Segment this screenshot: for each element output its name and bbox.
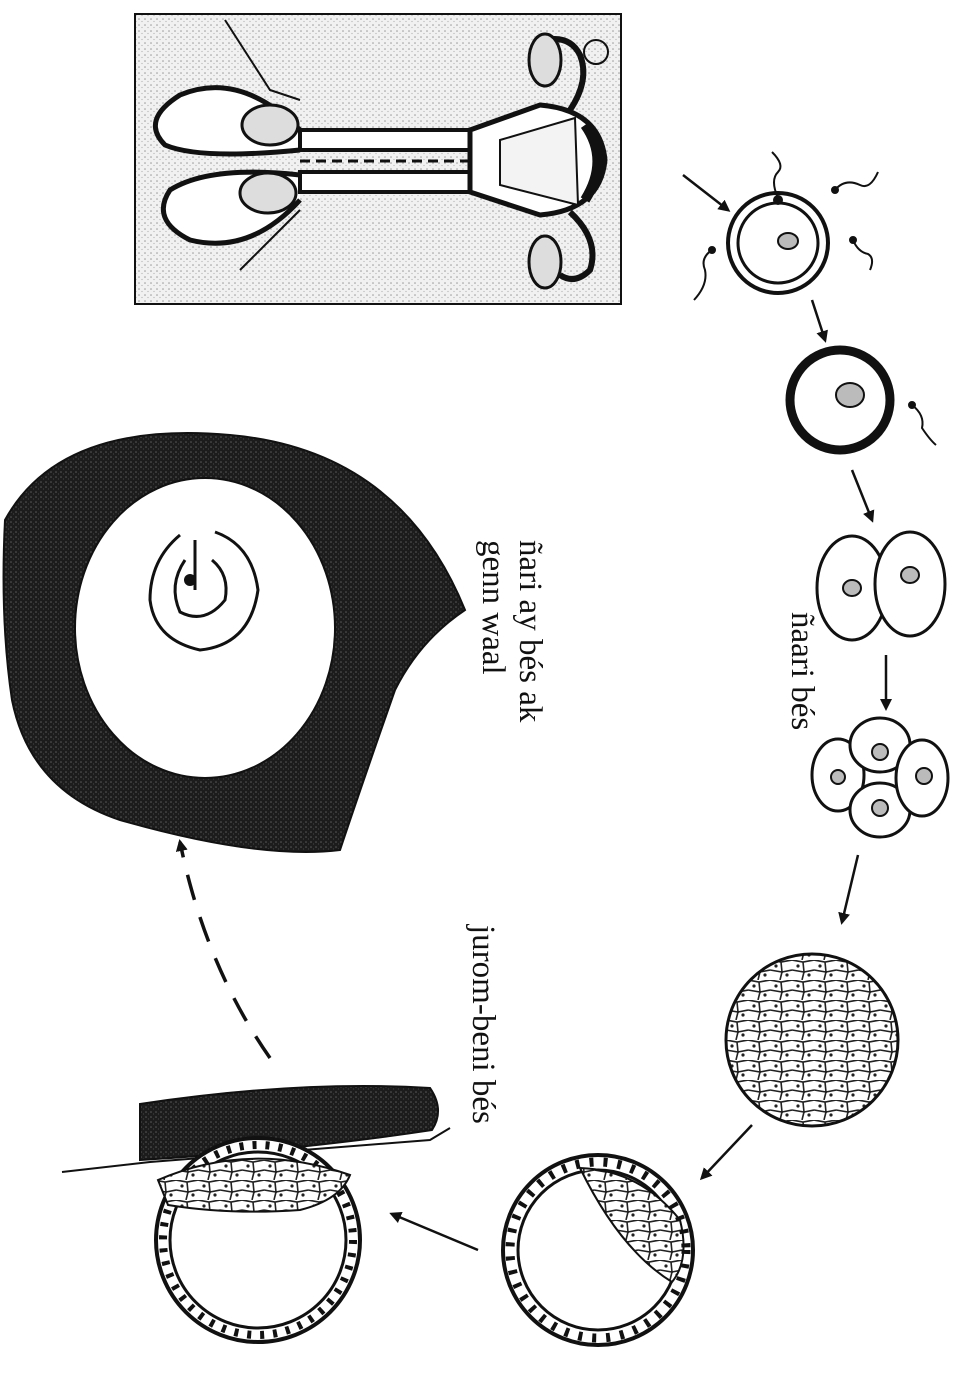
- arrow-to-morula: [842, 855, 858, 922]
- label-seven-days: jurom-beni bés: [465, 924, 501, 1124]
- label-twelve-days-line1: ñari ay bés ak: [512, 540, 548, 723]
- label-twelve-days-line2: genn waal: [475, 540, 511, 675]
- egg-fertilization: [728, 193, 828, 293]
- reproductive-tract-illustration: [135, 14, 621, 304]
- arrow-to-egg: [683, 175, 728, 210]
- morula: [726, 954, 898, 1126]
- four-cell-stage: [812, 718, 948, 837]
- arrow-to-zygote: [812, 300, 825, 340]
- embryo-in-uterine-wall: [4, 433, 465, 852]
- label-two-days: ñaari bés: [784, 612, 820, 730]
- arrow-to-blastocyst: [702, 1125, 752, 1178]
- arrow-dashed-to-embryo: [180, 842, 270, 1058]
- implanting-blastocyst: [62, 1086, 450, 1342]
- two-cell-stage: [817, 532, 945, 640]
- arrow-to-implantation: [392, 1214, 478, 1250]
- arrow-to-two-cell: [852, 470, 872, 520]
- label-twelve-days: ñari ay bés ak genn waal: [475, 540, 548, 723]
- zygote: [790, 350, 890, 450]
- blastocyst: [503, 1155, 693, 1345]
